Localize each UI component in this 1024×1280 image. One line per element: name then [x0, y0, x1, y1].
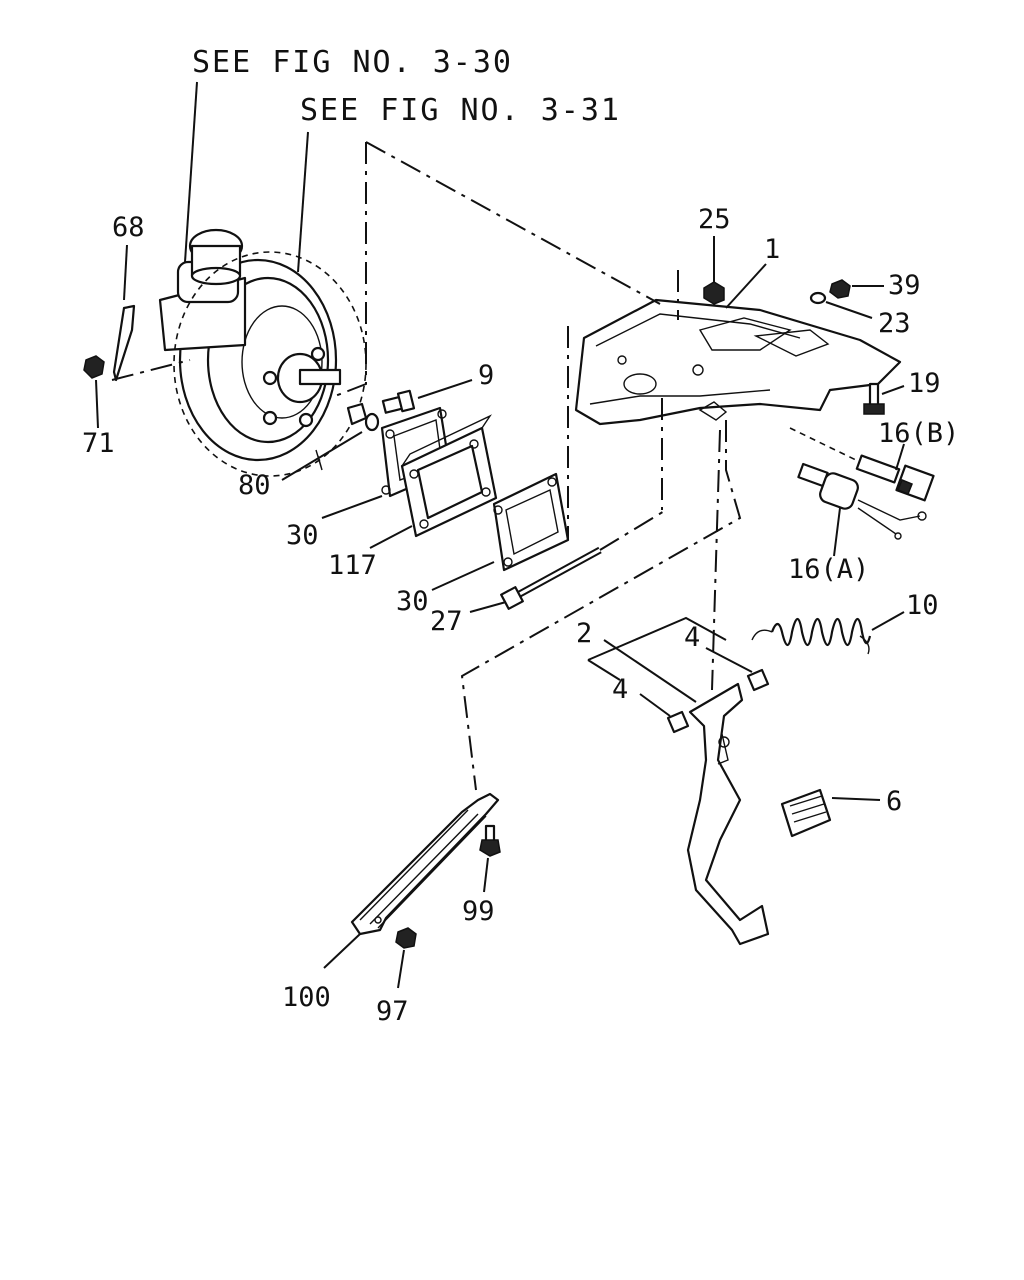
switch-16a: [797, 462, 927, 540]
callout-99: 99: [462, 896, 495, 927]
callout-80: 80: [238, 470, 271, 501]
washer-23: [809, 291, 827, 305]
leader-68: [123, 244, 128, 301]
callout-25: 25: [698, 204, 731, 235]
assembly-line-bolt: [599, 509, 667, 551]
callout-2: 2: [576, 618, 592, 649]
assembly-line-booster: [329, 142, 367, 399]
leader-16b: [895, 443, 905, 471]
leader-71: [95, 379, 99, 429]
callout-19: 19: [908, 368, 941, 399]
callout-6: 6: [886, 786, 902, 817]
bolt-27: [500, 546, 602, 610]
callout-16a: 16(A): [788, 554, 869, 585]
leader-117: [369, 525, 413, 549]
leader-fig-3-31: [297, 131, 309, 273]
callout-100: 100: [282, 982, 331, 1013]
leader-99: [483, 857, 489, 893]
leader-23: [825, 301, 873, 319]
leader-9: [417, 379, 473, 399]
leader-80: [281, 431, 363, 481]
leader-fig-3-30: [184, 81, 198, 263]
accelerator-pedal-100: [350, 792, 500, 936]
pedal-pad-6: [780, 788, 832, 838]
assembly-line-accel: [460, 420, 742, 791]
callout-71: 71: [82, 428, 115, 459]
clip-80: [315, 449, 323, 471]
assembly-line-pedal: [711, 429, 721, 691]
callout-39: 39: [888, 270, 921, 301]
gasket-30-lower: [492, 472, 570, 572]
bracket-line-4: [587, 616, 727, 661]
callout-68: 68: [112, 212, 145, 243]
leader-100: [323, 933, 361, 969]
nut-71: [83, 355, 105, 379]
leader-10: [871, 611, 905, 631]
callout-4-upper: 4: [684, 622, 700, 653]
bushing-4-upper: [746, 668, 770, 692]
reference-fig-3-30: SEE FIG NO. 3-30: [192, 45, 513, 80]
brake-booster-assembly: [158, 228, 367, 477]
assembly-line-71: [111, 359, 191, 381]
callout-117: 117: [328, 550, 377, 581]
callout-23: 23: [878, 308, 911, 339]
leader-2: [603, 639, 697, 703]
leader-16a: [833, 507, 841, 557]
leader-4-upper: [705, 647, 753, 673]
spacer-117: [400, 414, 498, 538]
return-spring-10: [751, 617, 872, 655]
leader-30-lower: [431, 561, 495, 591]
leader-1: [725, 263, 767, 309]
assembly-line-16b: [789, 427, 861, 463]
leader-6: [831, 797, 881, 801]
clevis-pin-80: [346, 402, 368, 426]
nut-25: [703, 281, 725, 305]
callout-30-lower: 30: [396, 586, 429, 617]
bracket-68: [112, 304, 136, 382]
callout-1: 1: [764, 234, 780, 265]
callout-16b: 16(B): [878, 418, 959, 449]
switch-16b: [855, 454, 935, 502]
leader-27: [469, 601, 507, 613]
bolt-9: [381, 389, 416, 414]
brake-pedal-2: [686, 682, 770, 946]
callout-97: 97: [376, 996, 409, 1027]
nut-39: [829, 279, 851, 299]
leader-30-upper: [321, 495, 383, 519]
assembly-line-bracket: [365, 141, 661, 305]
bolt-99: [479, 824, 501, 857]
pedal-bracket-1: [574, 298, 902, 426]
callout-9: 9: [478, 360, 494, 391]
bushing-4-lower: [666, 710, 690, 734]
washer-80: [364, 412, 380, 432]
nut-97: [395, 927, 417, 949]
callout-4-lower: 4: [612, 674, 628, 705]
leader-4-lower: [639, 693, 671, 717]
callout-10: 10: [906, 590, 939, 621]
leader-19: [881, 385, 905, 395]
callout-30-upper: 30: [286, 520, 319, 551]
bracket-line-2: [587, 659, 621, 681]
leader-97: [397, 949, 405, 989]
bolt-19: [863, 382, 885, 415]
callout-27: 27: [430, 606, 463, 637]
reference-fig-3-31: SEE FIG NO. 3-31: [300, 93, 621, 128]
